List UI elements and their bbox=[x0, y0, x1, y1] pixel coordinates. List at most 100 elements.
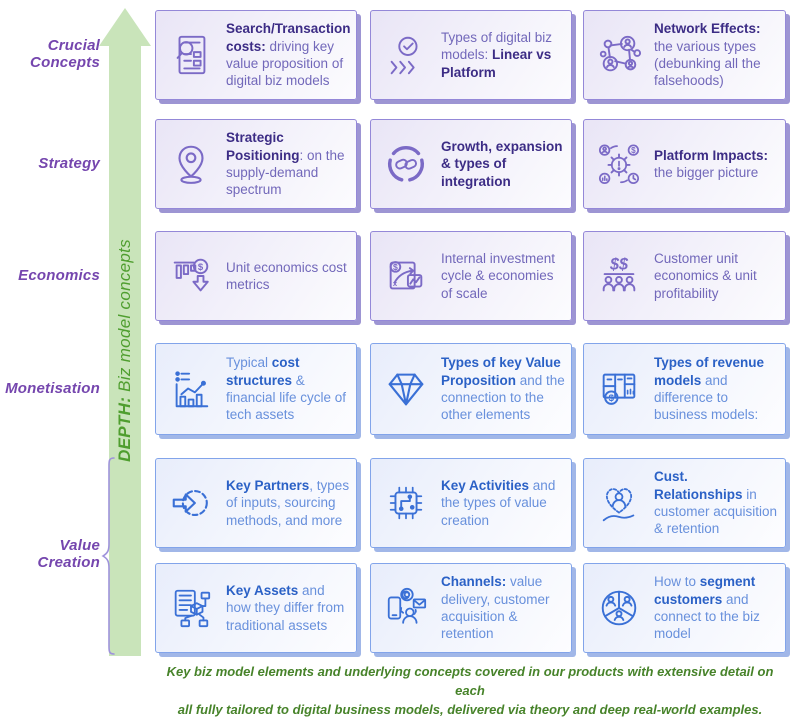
category-label-strategy: Strategy bbox=[0, 155, 100, 173]
card-text: Typical cost structures & financial life… bbox=[226, 354, 350, 423]
text-segment: cost structures bbox=[226, 355, 300, 388]
card-channels: Channels: value delivery, customer acqui… bbox=[370, 563, 572, 653]
card-strategic-positioning: Strategic Positioning: on the supply-dem… bbox=[155, 119, 357, 209]
dollar-people-icon: $$ bbox=[592, 253, 646, 299]
caption-line-2: all fully tailored to digital business m… bbox=[177, 701, 763, 717]
card-text: Types of digital biz models: Linear vs P… bbox=[441, 29, 565, 81]
card-customer-unit-economics: $$ Customer unit economics & unit profit… bbox=[583, 231, 786, 321]
gears-platform-icon: $ bbox=[592, 141, 646, 187]
card-segment-customers: How to segment customers and connect to … bbox=[583, 563, 786, 653]
text-segment: Cust. Relationships bbox=[654, 469, 743, 502]
svg-text:$: $ bbox=[198, 262, 204, 273]
depth-arrow-shaft: DEPTH: Biz model concepts bbox=[109, 44, 141, 656]
card-cost-structures: Typical cost structures & financial life… bbox=[155, 343, 357, 435]
text-segment: Strategic Positioning bbox=[226, 130, 300, 163]
card-key-assets: Key Assets and how they differ from trad… bbox=[155, 563, 357, 653]
category-label-monetisation: Monetisation bbox=[0, 380, 100, 398]
text-segment: Search/Transaction costs: bbox=[226, 21, 351, 54]
text-segment: Channels: bbox=[441, 574, 507, 590]
svg-text:$: $ bbox=[393, 262, 398, 272]
network-people-icon bbox=[592, 32, 646, 78]
text-segment: Unit economics cost metrics bbox=[226, 259, 347, 292]
diamond-icon bbox=[379, 366, 433, 412]
text-segment: Customer unit economics & unit profitabi… bbox=[654, 251, 757, 301]
card-text: Internal investment cycle & economies of… bbox=[441, 250, 565, 302]
text-segment: Types of key Value Proposition bbox=[441, 355, 561, 388]
investment-cycle-icon: $ x bbox=[379, 253, 433, 299]
card-text: Key Partners, types of inputs, sourcing … bbox=[226, 477, 350, 529]
text-segment: Internal investment cycle & economies of… bbox=[441, 251, 556, 301]
text-segment: segment customers bbox=[654, 574, 756, 607]
text-segment: : on the supply-demand spectrum bbox=[226, 147, 345, 198]
footer-caption: Key biz model elements and underlying co… bbox=[150, 663, 790, 720]
card-customer-relationships: Cust. Relationships in customer acquisit… bbox=[583, 458, 786, 548]
card-text: Types of key Value Proposition and the c… bbox=[441, 354, 565, 423]
card-text: Key Assets and how they differ from trad… bbox=[226, 582, 350, 634]
card-network-effects: Network Effects: the various types (debu… bbox=[583, 10, 786, 100]
assets-flowchart-icon bbox=[164, 585, 218, 631]
card-text: Channels: value delivery, customer acqui… bbox=[441, 573, 565, 642]
revenue-models-icon: $ bbox=[592, 366, 646, 412]
card-text: Customer unit economics & unit profitabi… bbox=[654, 250, 779, 302]
text-segment: in customer acquisition & retention bbox=[654, 486, 778, 537]
text-segment: & financial life cycle of tech assets bbox=[226, 372, 347, 423]
label-line: Value bbox=[59, 537, 100, 554]
segment-customers-icon bbox=[592, 585, 646, 631]
document-search-icon bbox=[164, 32, 218, 78]
arrow-label-rest: Biz model concepts bbox=[115, 238, 134, 397]
card-text: Unit economics cost metrics bbox=[226, 259, 350, 294]
value-creation-brace bbox=[101, 457, 115, 655]
text-segment: Types of revenue models bbox=[654, 355, 765, 388]
location-pin-icon bbox=[164, 141, 218, 187]
text-segment: Key Partners bbox=[226, 478, 310, 494]
card-text: Platform Impacts: the bigger picture bbox=[654, 147, 779, 182]
text-segment: and difference to business models: bbox=[654, 372, 759, 423]
card-platform-impacts: $ Platform Impacts: the bigger picture bbox=[583, 119, 786, 209]
label-line: Economics bbox=[18, 267, 100, 284]
card-key-partners: Key Partners, types of inputs, sourcing … bbox=[155, 458, 357, 548]
text-segment: How to bbox=[654, 574, 700, 590]
text-segment: Growth, expansion & types of integration bbox=[441, 139, 563, 189]
category-label-economics: Economics bbox=[0, 267, 100, 285]
text-segment: value delivery, customer acquisition & r… bbox=[441, 574, 550, 642]
svg-text:$: $ bbox=[631, 146, 636, 155]
label-line: Strategy bbox=[38, 155, 100, 172]
card-value-proposition: Types of key Value Proposition and the c… bbox=[370, 343, 572, 435]
card-text: Search/Transaction costs: driving key va… bbox=[226, 20, 351, 89]
text-segment: and the types of value creation bbox=[441, 478, 556, 528]
caption-line-1: Key biz model elements and underlying co… bbox=[166, 664, 774, 698]
channels-icon bbox=[379, 585, 433, 631]
label-line: Monetisation bbox=[5, 380, 100, 397]
card-linear-vs-platform: Types of digital biz models: Linear vs P… bbox=[370, 10, 572, 100]
chain-cycle-icon bbox=[379, 141, 433, 187]
label-line: Creation bbox=[37, 553, 100, 571]
card-text: Cust. Relationships in customer acquisit… bbox=[654, 468, 779, 537]
text-segment: Linear vs Platform bbox=[441, 47, 552, 80]
depth-arrow-head bbox=[99, 8, 151, 46]
text-segment: the various types (debunking all the fal… bbox=[654, 38, 761, 89]
depth-arrow-label: DEPTH: Biz model concepts bbox=[115, 239, 135, 462]
heart-hand-icon bbox=[592, 480, 646, 526]
card-text: Types of revenue models and difference t… bbox=[654, 354, 779, 423]
card-unit-economics-cost-metrics: $ Unit economics cost metrics bbox=[155, 231, 357, 321]
card-text: Key Activities and the types of value cr… bbox=[441, 477, 565, 529]
svg-text:$: $ bbox=[609, 393, 615, 404]
card-key-activities: Key Activities and the types of value cr… bbox=[370, 458, 572, 548]
text-segment: Key Assets bbox=[226, 583, 299, 599]
text-segment: , types of inputs, sourcing methods, and… bbox=[226, 478, 350, 528]
card-text: How to segment customers and connect to … bbox=[654, 573, 779, 642]
card-revenue-models: $ Types of revenue models and difference… bbox=[583, 343, 786, 435]
card-text: Network Effects: the various types (debu… bbox=[654, 20, 779, 89]
text-segment: the bigger picture bbox=[654, 165, 759, 180]
svg-text:$$: $$ bbox=[609, 255, 629, 273]
text-segment: Typical bbox=[226, 355, 272, 371]
check-process-icon bbox=[379, 32, 433, 78]
bar-chart-dollar-icon: $ bbox=[164, 253, 218, 299]
text-segment: Key Activities bbox=[441, 478, 530, 494]
financial-chart-icon bbox=[164, 366, 218, 412]
text-segment: driving key value proposition of digital… bbox=[226, 38, 344, 89]
text-segment: and the connection to the other elements bbox=[441, 372, 565, 423]
label-line: Crucial bbox=[47, 37, 100, 54]
